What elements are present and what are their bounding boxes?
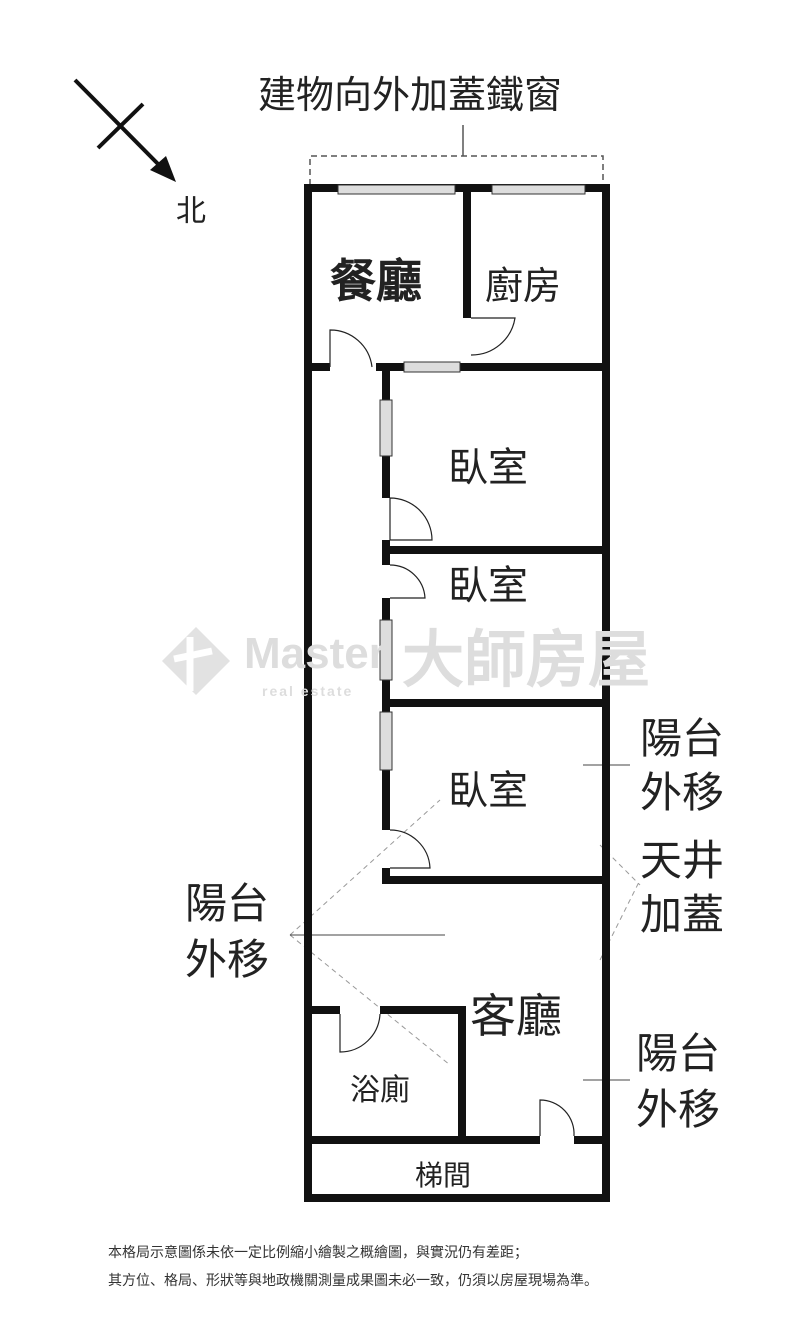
annotation-line: 天井 (640, 836, 725, 885)
watermark-brand: Master (244, 629, 386, 678)
room-bathroom: 浴廁 (350, 1073, 410, 1108)
watermark-sub: real estate (262, 683, 354, 699)
disclaimer-line-1: 本格局示意圖係未依一定比例縮小繪製之概繪圖，與實況仍有差距； (108, 1245, 528, 1261)
room-bedroom-2: 臥室 (448, 563, 528, 609)
annotation-line: 外移 (636, 1085, 721, 1134)
room-bedroom-1: 臥室 (448, 445, 528, 491)
compass-north-label: 北 (176, 194, 206, 229)
windows (337, 184, 586, 771)
title-label: 建物向外加蓋鐵窗 (258, 73, 563, 117)
room-living: 客廳 (470, 989, 562, 1043)
annotation-line: 外移 (185, 935, 270, 984)
annotation-line: 陽台 (636, 1029, 721, 1078)
annotation-balcony-left: 陽台 外移 (185, 876, 269, 988)
watermark-logo (160, 625, 232, 697)
doors (329, 317, 575, 1137)
annotation-line: 陽台 (185, 879, 270, 928)
extension-outline (309, 125, 604, 185)
room-kitchen: 廚房 (485, 264, 562, 308)
room-stairs: 梯間 (415, 1159, 472, 1192)
annotation-line: 陽台 (640, 714, 725, 763)
annotation-balcony-right-1: 陽台 外移 (640, 712, 724, 820)
watermark-cn: 大師房屋 (402, 626, 651, 695)
room-bedroom-3: 臥室 (448, 768, 528, 814)
annotation-line: 加蓋 (640, 890, 725, 939)
north-arrow-icon (73, 78, 176, 182)
disclaimer-line-2: 其方位、格局、形狀等與地政機關測量成果圖未必一致，仍須以房屋現場為準。 (108, 1273, 598, 1289)
annotation-balcony-right-2: 陽台 外移 (636, 1026, 720, 1138)
room-dining: 餐廳 (330, 254, 422, 308)
annotation-line: 外移 (640, 768, 725, 817)
annotation-skylight: 天井 加蓋 (640, 834, 724, 942)
